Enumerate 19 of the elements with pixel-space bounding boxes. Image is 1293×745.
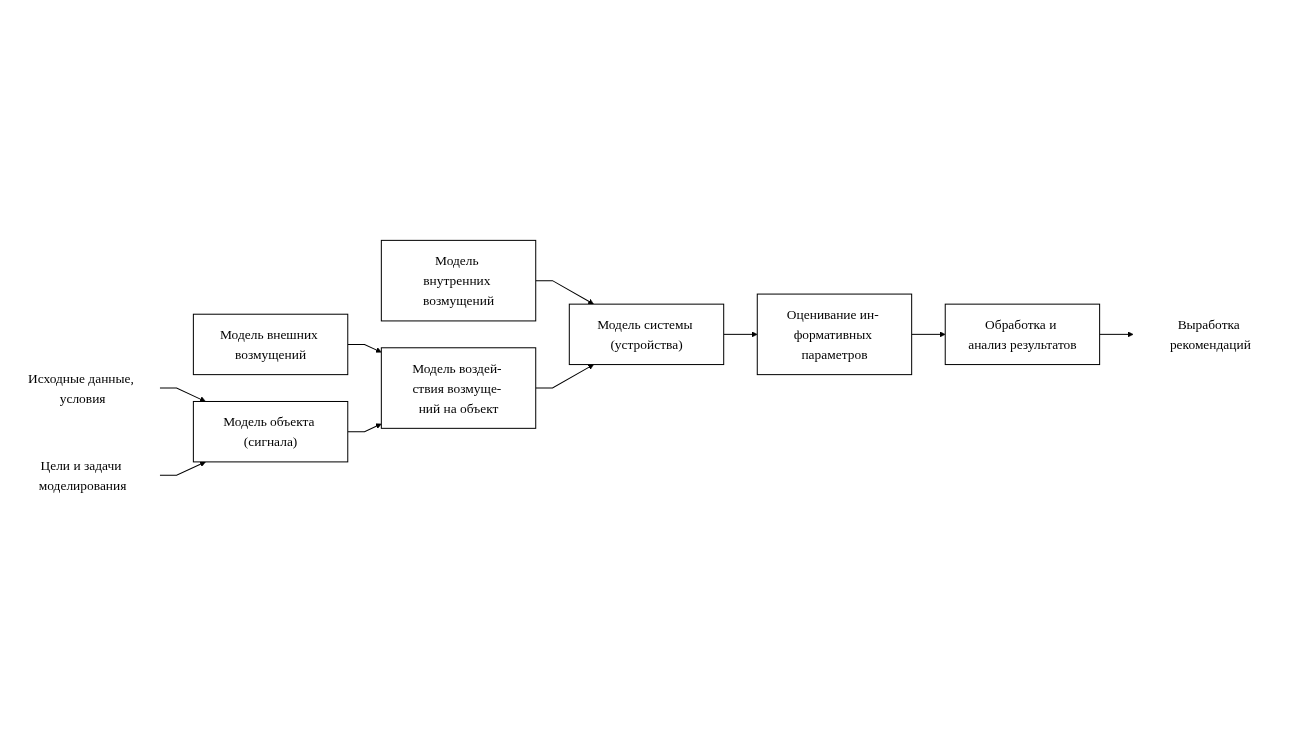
node-box: Оценивание ин- формативных параметров	[756, 293, 913, 375]
node-box: Модель внутренних возмущений	[380, 239, 537, 321]
arrow	[911, 330, 946, 337]
node-box: Модель системы (устройства)	[568, 303, 725, 365]
arrow	[1099, 330, 1134, 337]
arrow	[159, 387, 206, 402]
node-box: Модель внешних возмущений	[192, 313, 349, 375]
arrow	[347, 343, 382, 353]
arrow	[535, 363, 594, 389]
arrow	[723, 330, 758, 337]
arrow	[159, 461, 206, 476]
node-text: Исходные данные, условия	[28, 370, 134, 406]
node-text: Выработка рекомендаций	[1169, 316, 1251, 352]
node-box: Модель объекта (сигнала)	[192, 400, 349, 462]
node-text: Цели и задачи моделирования	[38, 457, 127, 493]
arrow	[347, 423, 382, 432]
node-box: Модель воздей- ствия возмуще- ний на объект	[380, 346, 537, 429]
node-box: Обработка и анализ результатов	[944, 303, 1101, 365]
arrow	[535, 279, 594, 304]
